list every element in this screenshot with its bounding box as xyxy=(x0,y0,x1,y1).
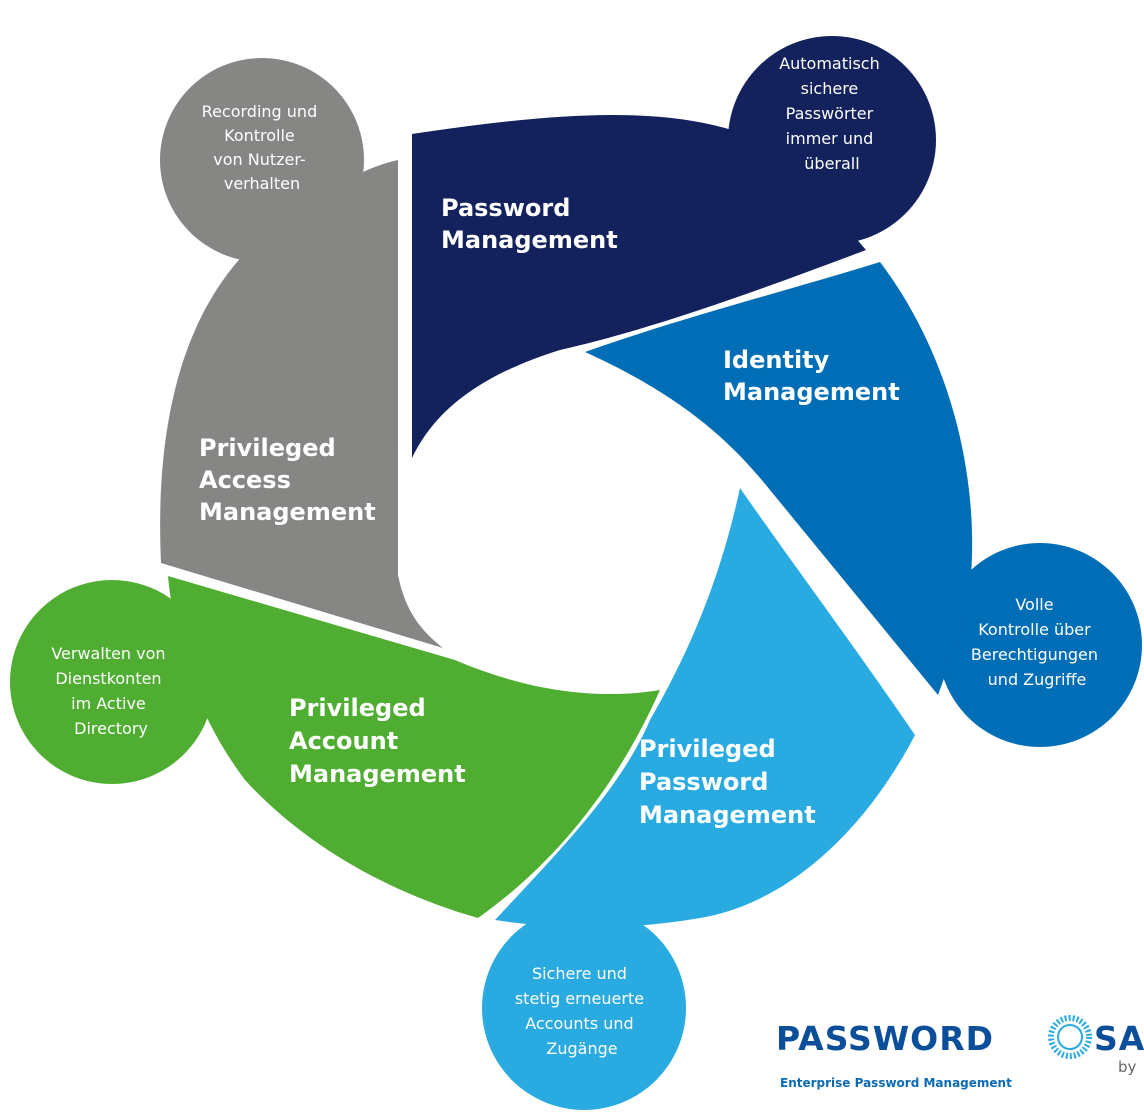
bubble-text-password-management: Automatisch sichere Passwörter immer und… xyxy=(779,54,885,173)
brand-name-part2: SA xyxy=(1094,1019,1144,1058)
segment-identity-management-shape xyxy=(585,262,973,695)
bubble-identity-management-shape xyxy=(938,543,1142,747)
segment-privileged-password-management: Privileged Password Management Sichere u… xyxy=(482,488,915,1110)
brand-name-part1: PASSWORD xyxy=(776,1019,994,1058)
bubble-privileged-account-management-shape xyxy=(10,580,214,784)
bubble-text-privileged-access-management: Recording und Kontrolle von Nutzer- verh… xyxy=(202,102,323,193)
segment-password-management-shape xyxy=(412,114,866,458)
identity-management-title: Identity Management xyxy=(723,346,900,406)
privileged-account-management-title: Privileged Account Management xyxy=(289,694,466,788)
segment-privileged-account-management: Privileged Account Management Verwalten … xyxy=(10,576,660,918)
bubble-text-privileged-password-management: Sichere und stetig erneuerte Accounts un… xyxy=(515,964,649,1058)
segment-password-management: Password Management Automatisch sichere … xyxy=(412,36,936,458)
privileged-access-management-title: Privileged Access Management xyxy=(199,434,376,526)
segment-identity-management: Identity Management Volle Kontrolle über… xyxy=(585,262,1142,747)
segment-privileged-access-management-shape xyxy=(160,160,443,648)
segment-privileged-access-management: Privileged Access Management Recording u… xyxy=(160,58,443,648)
segment-privileged-account-management-shape xyxy=(168,576,660,918)
brand-tagline: Enterprise Password Management xyxy=(780,1076,1012,1090)
brand-logo: PASSWORD SA by Enterprise Password Manag… xyxy=(776,1015,1144,1090)
bubble-privileged-password-management-shape xyxy=(482,906,686,1110)
segment-privileged-password-management-shape xyxy=(495,488,915,928)
bubble-text-privileged-account-management: Verwalten von Dienstkonten im Active Dir… xyxy=(51,644,170,738)
bubble-text-identity-management: Volle Kontrolle über Berechtigungen und … xyxy=(971,595,1103,689)
password-management-title: Password Management xyxy=(441,194,618,254)
brand-by: by xyxy=(1118,1058,1137,1076)
privileged-password-management-title: Privileged Password Management xyxy=(639,735,816,829)
safe-dial-icon xyxy=(1048,1015,1092,1059)
